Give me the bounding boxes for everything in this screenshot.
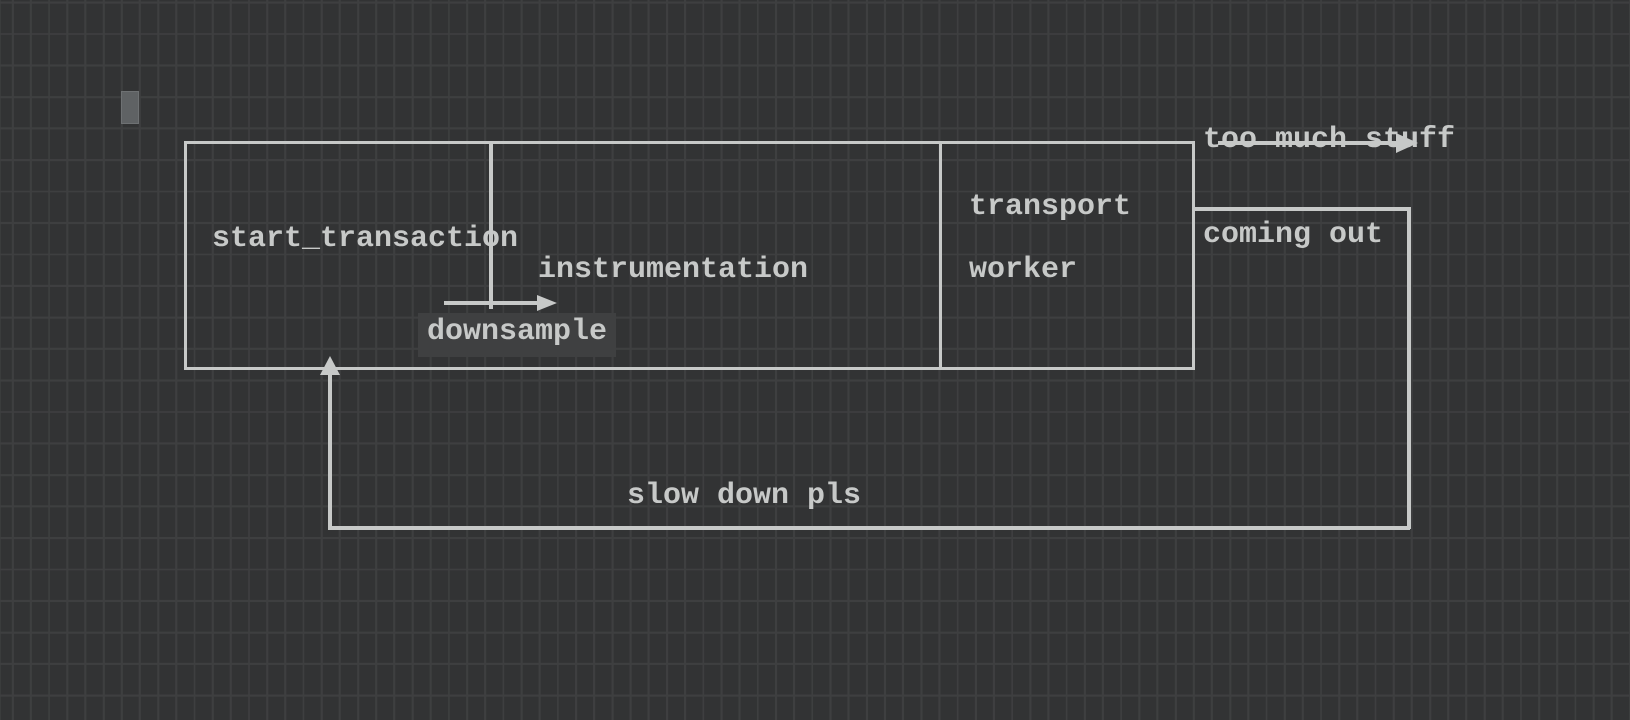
feedback-arrow-head[interactable] xyxy=(320,356,340,375)
label-transport[interactable]: transport xyxy=(969,190,1132,224)
feedback-bottom-line[interactable] xyxy=(328,526,1410,530)
feedback-exit-line[interactable] xyxy=(1193,207,1410,211)
overflow-arrow-head[interactable] xyxy=(1396,133,1418,153)
downsample-arrow-line[interactable] xyxy=(444,301,541,305)
annotation-overflow-line1: too much stuff xyxy=(1203,123,1456,157)
feedback-down-line[interactable] xyxy=(1407,207,1411,530)
label-start-transaction[interactable]: start_transaction xyxy=(212,222,519,256)
divider-instrumentation-transport[interactable] xyxy=(938,143,943,369)
overflow-arrow-line[interactable] xyxy=(1218,141,1398,145)
annotation-feedback[interactable]: slow down pls xyxy=(627,479,862,513)
pipeline-box[interactable] xyxy=(184,141,1195,370)
divider-start-instrumentation[interactable] xyxy=(489,143,493,309)
label-worker[interactable]: worker xyxy=(969,253,1078,287)
annotation-overflow[interactable]: too much stuff coming out xyxy=(1203,62,1455,314)
label-instrumentation[interactable]: instrumentation xyxy=(538,253,809,287)
label-downsample[interactable]: downsample xyxy=(418,313,617,357)
text-cursor xyxy=(121,91,139,124)
annotation-overflow-line2: coming out xyxy=(1203,217,1384,252)
feedback-up-line[interactable] xyxy=(328,373,332,529)
downsample-arrow-head[interactable] xyxy=(537,295,557,311)
